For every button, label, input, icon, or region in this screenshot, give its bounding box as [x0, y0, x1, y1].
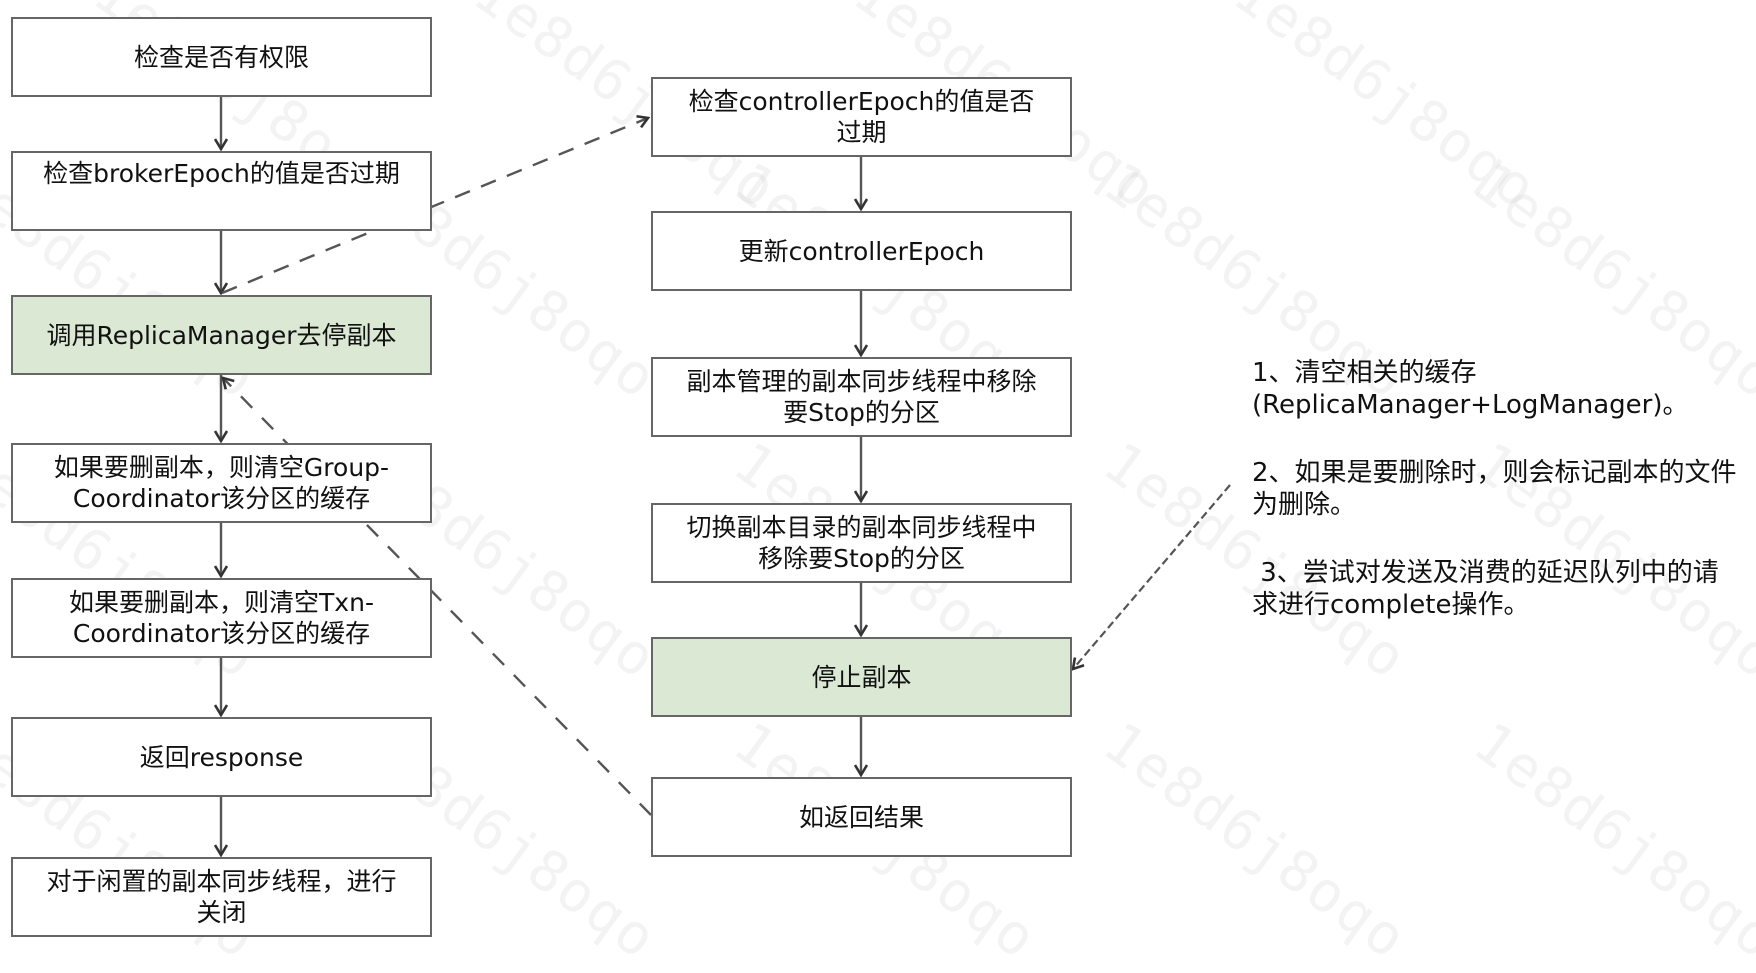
annotation-item-2: 2、如果是要删除时，则会标记副本的文件为删除。 [1252, 458, 1737, 520]
node-remove-from-replica-fetcher[interactable]: 副本管理的副本同步线程中移除要Stop的分区 [651, 357, 1072, 437]
edge-dashed-replica-manager-to-controller-epoch [221, 118, 648, 295]
annotation-item-3: 3、尝试对发送及消费的延迟队列中的请求进行complete操作。 [1252, 558, 1719, 620]
node-stop-replica[interactable]: 停止副本 [651, 637, 1072, 717]
edge-dashed-return-result-to-replica-manager [223, 378, 652, 816]
node-clear-group-coordinator[interactable]: 如果要删副本，则清空Group-Coordinator该分区的缓存 [11, 443, 432, 523]
node-label: 调用ReplicaManager去停副本 [46, 320, 397, 350]
node-return-response[interactable]: 返回response [11, 717, 432, 797]
node-label: 如果要删副本，则清空Txn-Coordinator该分区的缓存 [69, 588, 374, 648]
node-label: 返回response [139, 742, 304, 772]
node-update-controller-epoch[interactable]: 更新controllerEpoch [651, 211, 1072, 291]
node-return-result[interactable]: 如返回结果 [651, 777, 1072, 857]
node-check-permission[interactable]: 检查是否有权限 [11, 17, 432, 97]
node-label: 如果要删副本，则清空Group-Coordinator该分区的缓存 [53, 453, 390, 513]
annotation-note: 1、清空相关的缓存(ReplicaManager+LogManager)。 2、… [1252, 357, 1742, 657]
node-close-idle-fetchers[interactable]: 对于闲置的副本同步线程，进行关闭 [11, 857, 432, 937]
edges-layer [0, 97, 1231, 952]
node-call-replica-manager[interactable]: 调用ReplicaManager去停副本 [11, 295, 432, 375]
node-check-broker-epoch[interactable]: 检查brokerEpoch的值是否过期 [11, 151, 432, 231]
node-label: 更新controllerEpoch [738, 236, 985, 266]
annotation-item-1: 1、清空相关的缓存(ReplicaManager+LogManager)。 [1252, 358, 1689, 420]
node-label: 停止副本 [811, 662, 912, 692]
edge-dashed-annotation-to-stop-replica [1073, 484, 1231, 669]
node-label: 切换副本目录的副本同步线程中移除要Stop的分区 [686, 513, 1037, 573]
node-label: 如返回结果 [798, 802, 924, 832]
node-clear-txn-coordinator[interactable]: 如果要删副本，则清空Txn-Coordinator该分区的缓存 [11, 578, 432, 658]
node-label: 检查brokerEpoch的值是否过期 [43, 159, 400, 188]
node-check-controller-epoch[interactable]: 检查controllerEpoch的值是否过期 [651, 77, 1072, 157]
node-label: 副本管理的副本同步线程中移除要Stop的分区 [686, 367, 1037, 427]
node-label: 检查是否有权限 [133, 42, 309, 72]
node-label: 对于闲置的副本同步线程，进行关闭 [46, 867, 397, 927]
node-label: 检查controllerEpoch的值是否过期 [688, 87, 1035, 147]
node-remove-from-alter-dir-fetcher[interactable]: 切换副本目录的副本同步线程中移除要Stop的分区 [651, 503, 1072, 583]
